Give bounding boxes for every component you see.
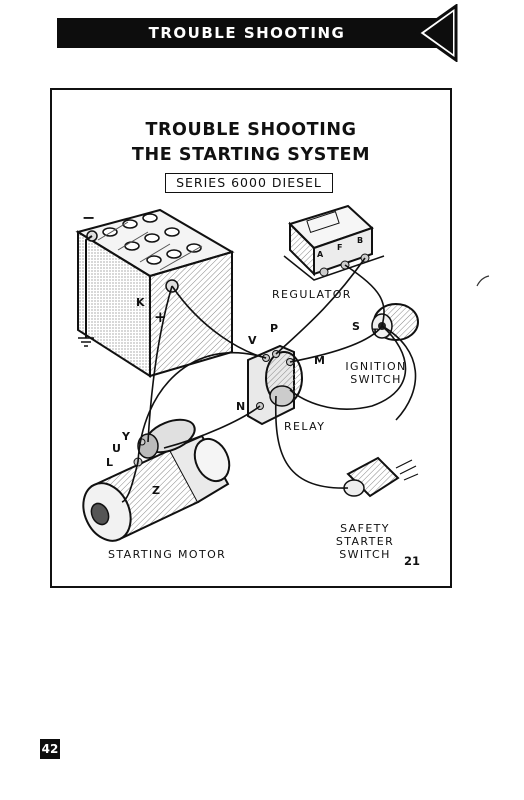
label-relay: RELAY — [284, 420, 326, 433]
margin-mark — [476, 275, 490, 287]
terminal-v: V — [248, 334, 257, 347]
relay — [247, 344, 303, 426]
wiring — [121, 257, 417, 503]
terminal-y: Y — [122, 430, 130, 443]
terminal-l: L — [106, 456, 114, 469]
regulator — [283, 204, 385, 281]
terminal-a: A — [317, 250, 324, 259]
battery — [75, 208, 235, 378]
label-safety-2: STARTER — [335, 535, 395, 548]
terminal-p: P — [270, 322, 279, 335]
terminal-f: F — [337, 243, 343, 252]
starting-motor — [82, 418, 231, 542]
back-arrow-icon[interactable] — [412, 4, 460, 62]
label-ignition-switch-1: IGNITION — [345, 360, 407, 373]
terminal-k: K — [136, 296, 145, 309]
terminal-s: S — [352, 320, 360, 333]
label-safety-1: SAFETY — [340, 522, 390, 535]
label-regulator: REGULATOR — [272, 288, 352, 301]
page-number-badge: 42 — [40, 739, 60, 759]
section-header: TROUBLE SHOOTING — [57, 18, 437, 48]
terminal-t: T — [372, 328, 379, 338]
terminal-b: B — [357, 236, 364, 245]
safety-starter-switch — [343, 456, 419, 498]
label-safety-3: SWITCH — [339, 548, 391, 561]
terminal-plus: + — [154, 308, 167, 326]
figure-title-line2: THE STARTING SYSTEM — [131, 145, 371, 165]
figure-number: 21 — [404, 554, 421, 568]
label-ignition-switch-2: SWITCH — [350, 373, 402, 386]
terminal-z: Z — [152, 484, 160, 497]
label-starting-motor: STARTING MOTOR — [108, 548, 227, 561]
terminal-minus: − — [82, 208, 96, 227]
terminal-m: M — [314, 354, 325, 367]
series-box: SERIES 6000 DIESEL — [165, 173, 333, 193]
figure-title-line1: TROUBLE SHOOTING — [145, 120, 357, 140]
terminal-u: U — [112, 442, 121, 455]
figure-panel: TROUBLE SHOOTING THE STARTING SYSTEM SER… — [50, 88, 452, 588]
wiring-diagram — [75, 204, 419, 542]
terminal-n: N — [236, 400, 246, 413]
